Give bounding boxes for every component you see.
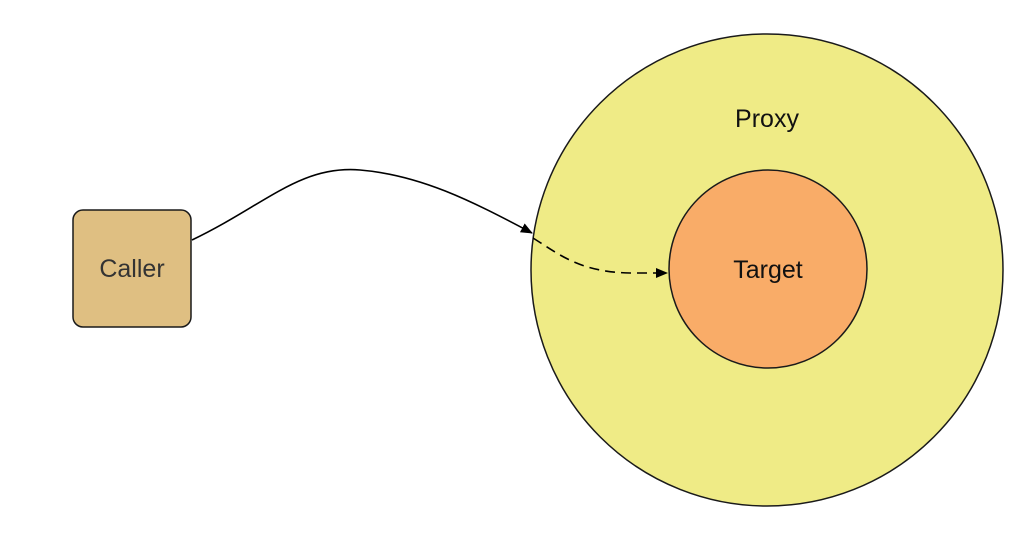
caller-to-proxy-edge xyxy=(191,168,533,241)
caller-box xyxy=(72,209,192,328)
target-circle xyxy=(668,169,868,369)
caller-node: Caller xyxy=(72,209,192,328)
proxy-label: Proxy xyxy=(735,105,799,133)
target-label: Target xyxy=(733,256,803,284)
target-node: Target xyxy=(668,169,868,369)
caller-label: Caller xyxy=(99,255,164,283)
proxy-to-target-edge xyxy=(532,237,668,278)
